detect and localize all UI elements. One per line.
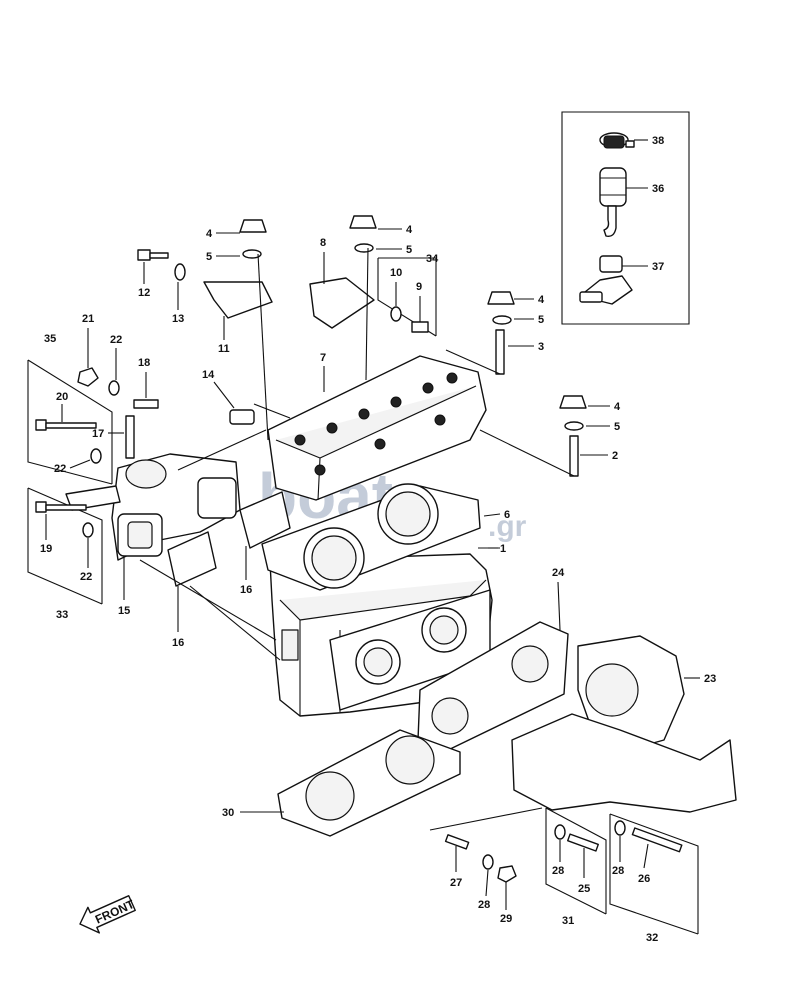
label-15: 15 — [118, 605, 130, 617]
label-29: 29 — [500, 913, 512, 925]
cylinder-block — [269, 553, 493, 717]
manifold-left — [111, 453, 241, 561]
label-26: 26 — [638, 873, 650, 885]
label-25: 25 — [578, 883, 590, 895]
label-6: 6 — [504, 509, 510, 521]
label-7: 7 — [320, 352, 326, 364]
label-36: 36 — [652, 183, 664, 195]
label-5a: 5 — [206, 251, 212, 263]
exhaust-parts — [417, 621, 737, 813]
label-2: 2 — [612, 450, 618, 462]
label-14: 14 — [202, 369, 215, 381]
leader-lines — [139, 247, 575, 831]
label-19: 19 — [40, 543, 52, 555]
label-28c: 28 — [612, 865, 624, 877]
label-4d: 4 — [614, 401, 621, 413]
base-gasket — [277, 729, 461, 837]
label-1: 1 — [500, 543, 506, 555]
label-10: 10 — [390, 267, 402, 279]
label-22a: 22 — [110, 334, 122, 346]
label-38: 38 — [652, 135, 664, 147]
label-9: 9 — [416, 281, 422, 293]
label-23: 23 — [704, 673, 716, 685]
label-22c: 22 — [80, 571, 92, 583]
label-5b: 5 — [406, 244, 412, 256]
label-5c: 5 — [538, 314, 544, 326]
label-24: 24 — [552, 567, 565, 579]
label-4b: 4 — [406, 224, 413, 236]
head-gasket — [261, 483, 481, 591]
label-31: 31 — [562, 915, 574, 927]
label-3: 3 — [538, 341, 544, 353]
label-21: 21 — [82, 313, 94, 325]
label-12: 12 — [138, 287, 150, 299]
cylinder-head — [267, 355, 487, 501]
label-16a: 16 — [240, 584, 252, 596]
label-33: 33 — [56, 609, 68, 621]
label-27: 27 — [450, 877, 462, 889]
label-30: 30 — [222, 807, 234, 819]
label-37: 37 — [652, 261, 664, 273]
label-35: 35 — [44, 333, 56, 345]
label-17: 17 — [92, 428, 104, 440]
label-5d: 5 — [614, 421, 620, 433]
part-labels: 1 2 3 4 4 4 4 5 5 5 5 6 7 8 9 10 11 12 1 — [40, 135, 716, 944]
brackets — [203, 277, 375, 329]
small-gaskets — [65, 485, 291, 587]
label-22b: 22 — [54, 463, 66, 475]
label-32: 32 — [646, 932, 658, 944]
label-4a: 4 — [206, 228, 213, 240]
front-arrow: FRONT — [79, 895, 137, 934]
label-18: 18 — [138, 357, 150, 369]
label-34: 34 — [426, 253, 439, 265]
fasteners — [35, 215, 683, 883]
label-28a: 28 — [478, 899, 490, 911]
label-11: 11 — [218, 343, 230, 355]
inset-box — [561, 111, 690, 325]
label-8: 8 — [320, 237, 326, 249]
label-16b: 16 — [172, 637, 184, 649]
label-4c: 4 — [538, 294, 545, 306]
watermark-suffix: .gr — [488, 510, 527, 543]
label-13: 13 — [172, 313, 184, 325]
label-20: 20 — [56, 391, 68, 403]
label-28b: 28 — [552, 865, 564, 877]
